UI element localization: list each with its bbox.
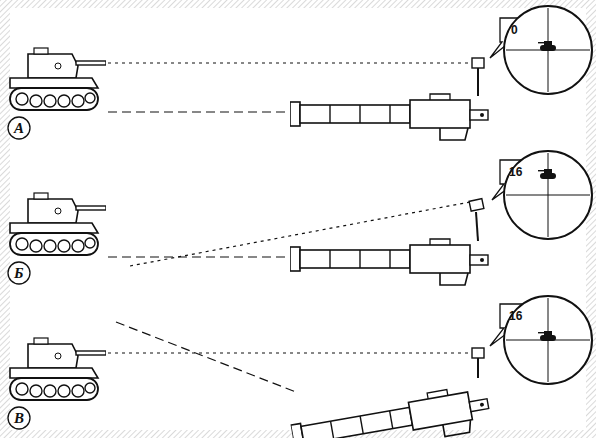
row-letter: А bbox=[14, 121, 24, 136]
callout-number: 16 bbox=[509, 166, 522, 178]
callout-number: 16 bbox=[509, 310, 522, 322]
row-letter: В bbox=[14, 411, 24, 426]
callout-number: 0 bbox=[511, 24, 518, 36]
row-letter: Б bbox=[14, 266, 24, 281]
